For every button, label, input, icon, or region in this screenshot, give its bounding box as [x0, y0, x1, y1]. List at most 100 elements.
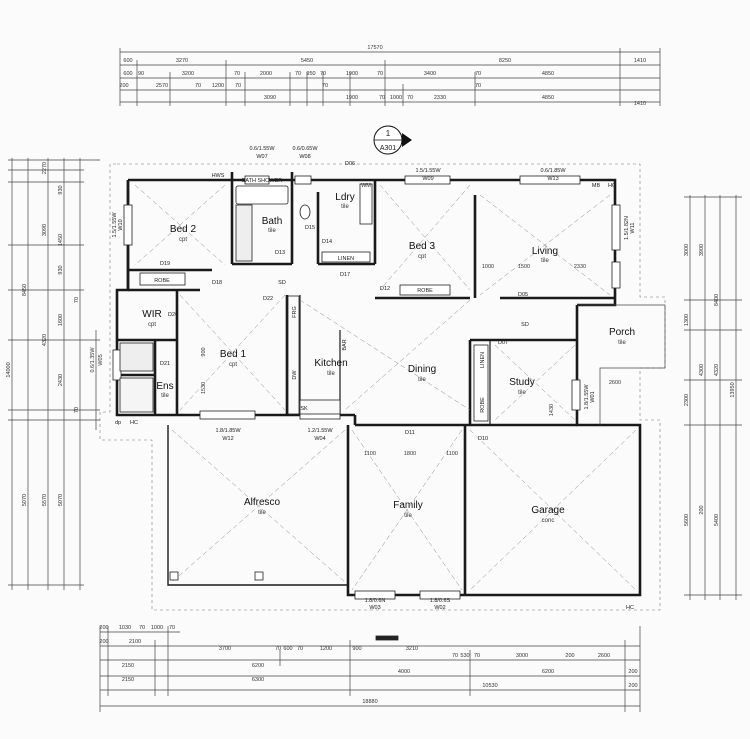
dim-bottom: 2600: [598, 653, 610, 659]
fridge-label: FRG: [292, 306, 298, 318]
dim-interior: 1100: [446, 451, 458, 457]
room-label-alfresco: Alfresco: [244, 497, 281, 508]
window-spec-w08: 0.6/0.65W: [292, 146, 318, 152]
dim-right: 4300: [699, 364, 705, 376]
room-label-bed1: Bed 1: [220, 349, 247, 360]
room-floor-alfresco: tile: [258, 510, 266, 516]
dim-right: 3000: [684, 244, 690, 256]
room-label-porch: Porch: [609, 327, 635, 338]
dim-interior: 1000: [482, 264, 494, 270]
hc-label: HC: [608, 183, 616, 189]
dim-top: 70: [475, 71, 481, 77]
dim-interior: 1530: [201, 382, 207, 394]
dim-interior: 1430: [549, 404, 555, 416]
dim-bottom: 70: [452, 653, 458, 659]
dim-bottom: 900: [352, 646, 361, 652]
dim-bottom: 2100: [129, 639, 141, 645]
dim-right: 200: [699, 505, 705, 514]
dim-right: 13950: [730, 382, 736, 397]
room-floor-living: tile: [541, 258, 549, 264]
room-label-dining: Dining: [408, 364, 436, 375]
dim-bottom: 2150: [122, 663, 134, 669]
dim-left: 5070: [58, 494, 64, 506]
dim-right: 2300: [684, 394, 690, 406]
room-floor-laundry: tile: [341, 204, 349, 210]
dim-interior: 2330: [574, 264, 586, 270]
window-tag-w04: W04: [314, 436, 325, 442]
dim-top: 5450: [301, 58, 313, 64]
smoke-detector-label: SD: [521, 322, 529, 328]
dim-left: 4320: [42, 334, 48, 346]
dim-total-top: 17570: [367, 45, 382, 51]
window-tag-w12: W12: [222, 436, 233, 442]
dim-top: 3400: [424, 71, 436, 77]
dim-left: 8450: [22, 284, 28, 296]
door-tag: D13: [275, 250, 285, 256]
room-labels: Bed 2 cpt Bath tile Ldry tile Bed 3 cpt …: [142, 192, 635, 524]
dim-bottom: 70: [169, 625, 175, 631]
right-dimensions: 3000 3900 8400 13950 4300 1300 2300 5600…: [684, 195, 742, 600]
window-spec-w05: 0.6/1.35W: [90, 347, 96, 373]
dim-top: 90: [138, 71, 144, 77]
room-floor-bed1: cpt: [229, 362, 237, 368]
dim-top: 600: [123, 71, 132, 77]
dim-interior: 1800: [404, 451, 416, 457]
ceiling-diagonals: [134, 184, 637, 591]
window-spec-w12: 1.8/1.85W: [215, 428, 241, 434]
door-tag: D21: [160, 361, 170, 367]
dim-top: 200: [119, 83, 128, 89]
dim-top: 70: [320, 71, 326, 77]
room-label-study: Study: [509, 377, 535, 388]
dim-top: 1900: [346, 95, 358, 101]
window-tag-w07: W07: [256, 154, 267, 160]
dim-interior: 2600: [609, 380, 621, 386]
dim-right: 8400: [714, 294, 720, 306]
dim-left: 2270: [42, 162, 48, 174]
dim-left: 70: [74, 407, 80, 413]
dim-bottom: 530: [460, 653, 469, 659]
door-tag: D15: [305, 225, 315, 231]
room-floor-kitchen: tile: [327, 371, 335, 377]
door-tag: D14: [322, 239, 332, 245]
door-tag: D20: [168, 312, 178, 318]
dim-bottom: 3700: [219, 646, 231, 652]
dim-top: 70: [234, 71, 240, 77]
dim-bottom: 70: [275, 646, 281, 652]
room-floor-bed2: cpt: [179, 237, 187, 243]
bar-label: BAR: [342, 339, 348, 350]
hc-label: HC: [130, 420, 138, 426]
dim-bottom: 10530: [482, 683, 497, 689]
dim-top: 3270: [176, 58, 188, 64]
dim-left: 70: [74, 297, 80, 303]
room-floor-wir: cpt: [148, 322, 156, 328]
robe-label: ROBE: [417, 288, 433, 294]
dim-bottom: 70: [474, 653, 480, 659]
room-label-laundry: Ldry: [335, 192, 354, 203]
left-dimensions: 14000 8450 5070 2270 3090 4320 5570 930 …: [6, 158, 104, 590]
dim-interior: 1500: [518, 264, 530, 270]
dim-bottom: 600: [283, 646, 292, 652]
smoke-detector-label: SD: [278, 280, 286, 286]
bath-shower-label: BATH SHOWER: [242, 178, 283, 184]
dim-right: 3900: [699, 244, 705, 256]
dim-right: 5400: [714, 514, 720, 526]
porch-outline: [577, 304, 666, 425]
downpipe-label: dp: [115, 420, 121, 426]
room-label-living: Living: [532, 246, 558, 257]
dim-top: 70: [475, 83, 481, 89]
windows: [112, 175, 621, 600]
wm-label: WM: [361, 183, 371, 189]
dim-top: 70: [235, 83, 241, 89]
dim-left: 14000: [6, 362, 12, 377]
dim-top: 2000: [260, 71, 272, 77]
dim-bottom: 6200: [252, 663, 264, 669]
dim-top: 70: [295, 71, 301, 77]
window-tag-w13: W13: [547, 176, 558, 182]
dim-top: 2570: [156, 83, 168, 89]
dim-right: 1300: [684, 314, 690, 326]
dim-top: 8250: [499, 58, 511, 64]
dim-left: 1600: [58, 314, 64, 326]
dim-top: 4850: [542, 71, 554, 77]
